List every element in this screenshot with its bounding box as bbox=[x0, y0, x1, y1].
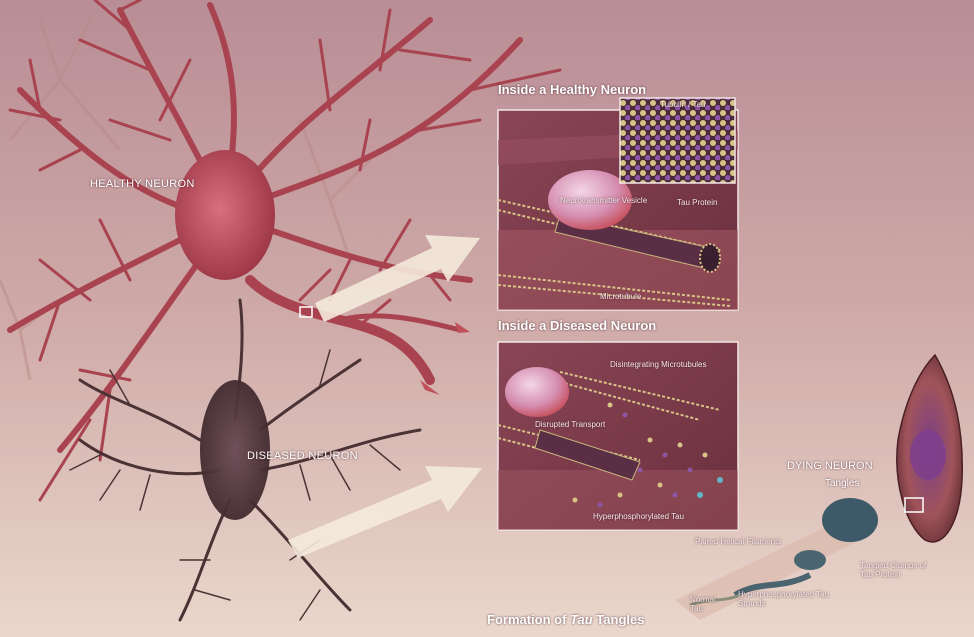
disintegrating-label: Disintegrating Microtubules bbox=[610, 360, 707, 369]
diseased-panel-title: Inside a Diseased Neuron bbox=[498, 318, 656, 333]
tangles-label: Tangles bbox=[825, 478, 859, 489]
formation-prefix: Formation of bbox=[487, 612, 570, 627]
normal-tau-label: Normal Tau bbox=[690, 595, 730, 613]
tangles-cluster bbox=[822, 498, 878, 542]
vesicle-diseased bbox=[505, 367, 569, 417]
healthy-neuron-soma bbox=[175, 150, 275, 280]
tangled-clumps-label: Tangled Clumps of Tau Protein bbox=[860, 561, 935, 579]
healthy-neuron-label: HEALTHY NEURON bbox=[90, 178, 195, 190]
formation-tau: Tau bbox=[570, 612, 593, 627]
tubulin-label: Tubulin / Tau bbox=[660, 100, 705, 109]
tau-protein-label: Tau Protein bbox=[677, 198, 717, 207]
hyperphosphorylated-strands-label: Hyperphosphorylated Tau Strands bbox=[738, 590, 838, 608]
healthy-panel-title: Inside a Healthy Neuron bbox=[498, 82, 646, 97]
paired-helical-label: Paired Helical Filaments bbox=[695, 537, 781, 546]
disrupted-transport-label: Disrupted Transport bbox=[535, 420, 605, 429]
formation-title: Formation of Tau Tangles bbox=[487, 612, 644, 627]
diseased-panel bbox=[498, 342, 738, 530]
diseased-neuron-label: DISEASED NEURON bbox=[247, 450, 358, 462]
microtubule-label: Microtubule bbox=[600, 292, 641, 301]
vesicle-label: Neurotransmitter Vesicle bbox=[560, 196, 647, 205]
hyperphosphorylated-tau-label: Hyperphosphorylated Tau bbox=[593, 512, 684, 521]
tubulin-inset bbox=[620, 98, 735, 183]
formation-suffix: Tangles bbox=[593, 612, 645, 627]
dying-neuron-label: DYING NEURON bbox=[787, 460, 873, 472]
